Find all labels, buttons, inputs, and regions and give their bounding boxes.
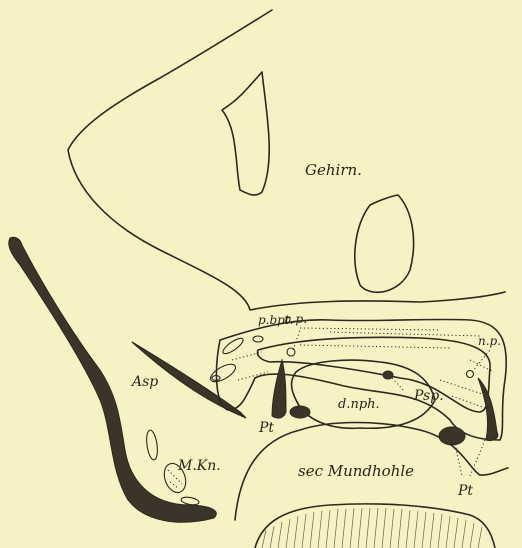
ventricle-outline [222,72,269,195]
label-psp: Psp. [413,388,444,404]
pt-node-left [290,406,310,418]
pbpt-structure-3 [208,361,238,385]
hypophysis-outline [355,195,414,292]
label-dnph: d.nph. [338,397,380,412]
pt-left-process [272,360,286,418]
label-gehirn: Gehirn. [305,161,362,179]
mkn-structure-1 [145,429,159,460]
label-asp: Asp [130,374,158,390]
pointer-pt-right-b [470,440,485,476]
label-np-right: n.p. [478,334,501,348]
label-mundhohle: sec Mundhohle [298,462,414,480]
label-pt-right: Pt [457,483,473,499]
pointer-np-upper [293,330,300,350]
pbpt-structure-2 [253,336,263,342]
label-pt-left: Pt [258,420,274,436]
pt-node-right [439,427,465,445]
psp-node [383,371,393,379]
pointer-psp [392,378,405,392]
label-np-upper: n.p. [284,312,307,326]
dotted-texture [232,328,494,408]
pointer-pt-right-a [455,444,462,476]
brain-outline [68,10,505,310]
label-mkn: M.Kn. [177,458,221,474]
tongue-hatching [262,508,482,548]
pt-right-process [478,378,498,441]
